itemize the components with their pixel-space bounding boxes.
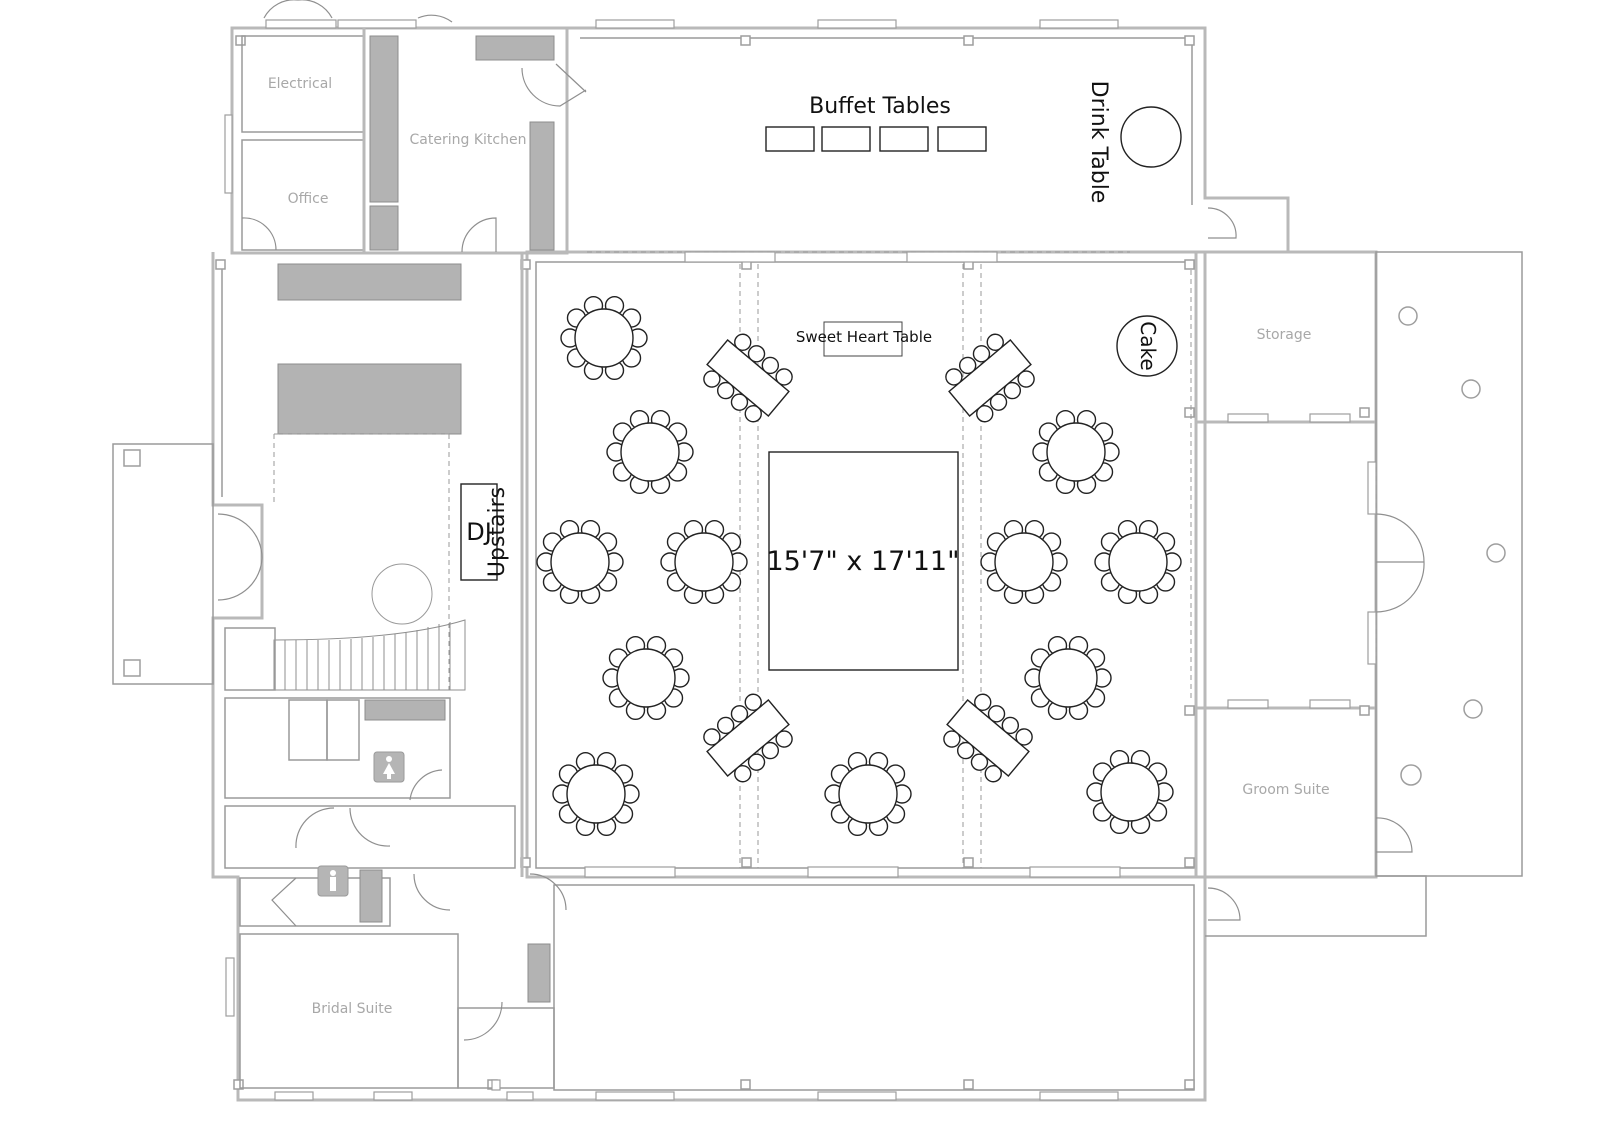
table-top xyxy=(616,648,676,708)
room-labels: Electrical Catering Kitchen Office Stora… xyxy=(268,76,1330,1017)
east-porch xyxy=(1375,251,1523,877)
dance-floor: 15'7" x 17'11" xyxy=(766,451,960,671)
table-top xyxy=(620,422,680,482)
round-table xyxy=(660,519,748,605)
buffet-area: Buffet Tables Drink Table xyxy=(765,81,1182,204)
table-top xyxy=(674,532,734,592)
round-table xyxy=(606,409,694,495)
buffet-room-wall xyxy=(567,26,1290,252)
staircase xyxy=(273,619,466,691)
table-top xyxy=(706,339,790,417)
west-wing-wall xyxy=(211,252,1207,1102)
table-top xyxy=(550,532,610,592)
west-wing-interior xyxy=(217,252,567,1091)
buffet-table xyxy=(821,126,871,152)
east-doors xyxy=(1207,513,1425,921)
bridal-suite-label: Bridal Suite xyxy=(312,1001,393,1017)
table-top xyxy=(1046,422,1106,482)
cake-table xyxy=(1116,315,1178,377)
columns xyxy=(123,35,1506,1090)
catering-kitchen-label: Catering Kitchen xyxy=(410,132,527,148)
restroom-women-icon xyxy=(373,751,405,783)
sweet-heart-table xyxy=(823,321,903,357)
buffet-table xyxy=(765,126,815,152)
groom-suite-label: Groom Suite xyxy=(1242,782,1329,798)
head-area: Sweet Heart Table Cake xyxy=(796,315,1178,377)
table-top xyxy=(838,764,898,824)
upstairs-label: Upstairs xyxy=(485,487,510,577)
storage-label: Storage xyxy=(1257,327,1312,343)
rect-table xyxy=(703,333,793,423)
table-top xyxy=(574,308,634,368)
round-table xyxy=(552,751,640,837)
dance-floor-area xyxy=(768,451,959,671)
table-top xyxy=(946,699,1030,777)
table-top xyxy=(948,339,1032,417)
round-table xyxy=(1032,409,1120,495)
windows xyxy=(224,19,1377,1101)
dj-booth: DJ Upstairs xyxy=(460,483,510,581)
drink-table-label: Drink Table xyxy=(1086,81,1111,204)
restroom-men-icon xyxy=(317,865,349,897)
round-table xyxy=(980,519,1068,605)
dance-floor-dimensions: 15'7" x 17'11" xyxy=(766,546,959,577)
service-wing-partitions xyxy=(241,0,1237,435)
table-top xyxy=(706,699,790,777)
buffet-tables-label: Buffet Tables xyxy=(809,94,951,119)
round-table xyxy=(1086,749,1174,835)
round-table xyxy=(560,295,648,381)
drink-table xyxy=(1120,106,1182,168)
sweet-heart-table-label: Sweet Heart Table xyxy=(796,328,932,346)
rect-table xyxy=(945,333,1035,423)
round-table xyxy=(1094,519,1182,605)
round-table xyxy=(602,635,690,721)
buffet-table xyxy=(937,126,987,152)
table-top xyxy=(1100,762,1160,822)
round-table xyxy=(1024,635,1112,721)
rect-table xyxy=(703,693,793,783)
table-top xyxy=(1038,648,1098,708)
cake-label: Cake xyxy=(1136,321,1160,370)
office-label: Office xyxy=(288,191,329,207)
dj-label: DJ xyxy=(466,518,492,546)
buffet-table xyxy=(879,126,929,152)
table-top xyxy=(566,764,626,824)
rectangular-tables xyxy=(703,333,1035,783)
table-top xyxy=(994,532,1054,592)
round-tables xyxy=(536,295,1182,837)
west-porch xyxy=(112,443,214,685)
round-table xyxy=(536,519,624,605)
table-top xyxy=(1108,532,1168,592)
round-table xyxy=(824,751,912,837)
dj-table xyxy=(460,483,498,581)
electrical-label: Electrical xyxy=(268,76,332,92)
rect-table xyxy=(943,693,1033,783)
